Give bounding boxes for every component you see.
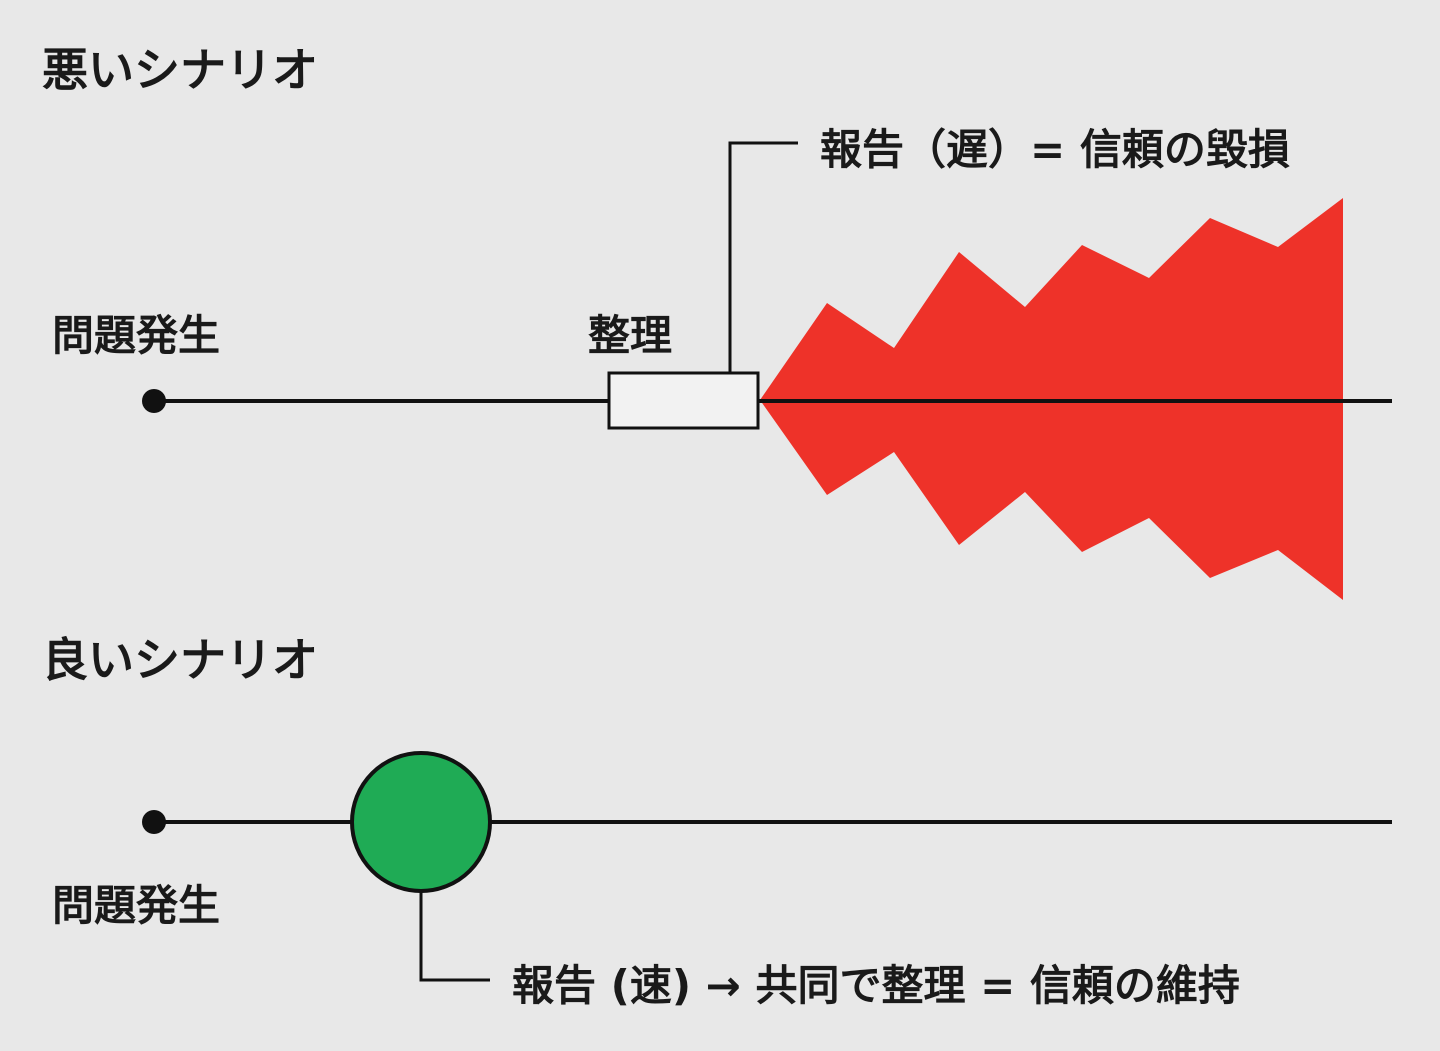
good-start-dot — [142, 810, 166, 834]
good-scenario-title: 良いシナリオ — [42, 633, 318, 687]
bad-scenario-title: 悪いシナリオ — [42, 43, 318, 97]
bad-start-label: 問題発生 — [52, 311, 221, 360]
good-start-label: 問題発生 — [52, 881, 221, 930]
organize-box — [607, 371, 760, 430]
good-result-label: 報告 (速) → 共同で整理 = 信頼の維持 — [512, 961, 1240, 1010]
bad-callout-line — [728, 141, 798, 373]
bad-start-dot — [142, 389, 166, 413]
early-report-circle — [350, 751, 492, 893]
bad-result-label: 報告（遅）= 信頼の毀損 — [820, 125, 1290, 174]
good-callout-line — [419, 891, 490, 982]
organize-label: 整理 — [588, 311, 673, 360]
